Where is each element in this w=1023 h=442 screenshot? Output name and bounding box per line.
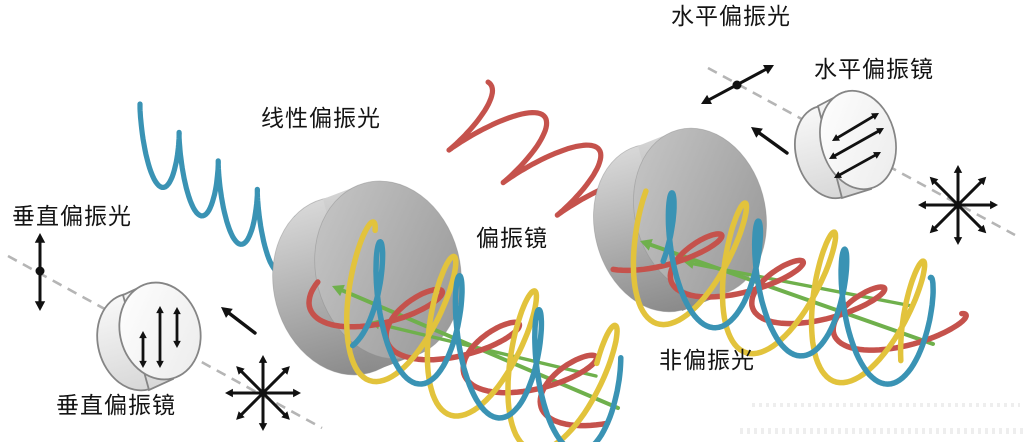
right-starburst-icon-head <box>953 237 963 245</box>
left-starburst-icon-head <box>225 388 233 398</box>
right-starburst-icon-head <box>929 176 939 186</box>
left-starburst-icon-head <box>236 366 245 375</box>
up-left-arrow-icon-right-line <box>755 129 789 155</box>
right-starburst-icon-head <box>953 165 963 173</box>
white-disk-vertical-polarizer <box>96 281 202 392</box>
horizontal-pass-axis-arrow-3-head <box>873 152 881 159</box>
horizontal-pass-axis-arrow-2-tail-head <box>829 152 837 159</box>
faint-watermark-texture-2 <box>740 428 1023 434</box>
right-starburst-icon-head <box>929 224 939 234</box>
left-starburst-icon-head <box>293 388 301 398</box>
left-starburst-icon-head <box>281 366 290 375</box>
horizontal-pass-axis-arrow-1-head <box>871 113 879 120</box>
horizontal-indicator-dot <box>732 80 742 90</box>
horizontal-pass-axis-arrow-3-line <box>836 152 879 178</box>
label-horizontal-polarizer: 水平偏振镜 <box>814 57 934 83</box>
up-left-arrow-icon-head <box>221 307 233 318</box>
right-starburst-icon-head <box>977 224 987 234</box>
left-starburst-icon-line <box>238 391 265 418</box>
right-starburst-icon <box>918 165 998 245</box>
beam-mid-green-axis-arrow-head <box>332 284 345 297</box>
left-starburst-icon-head <box>258 355 268 363</box>
label-horizontal-polarized-light: 水平偏振光 <box>671 4 791 30</box>
label-vertical-polarized-light: 垂直偏振光 <box>12 204 132 230</box>
beam-right-yellow-wave <box>630 188 928 386</box>
vertical-pass-axis-arrow-3-tail-head <box>173 340 181 348</box>
left-starburst-icon-line <box>238 368 265 395</box>
horizontal-pass-axis-arrow-3 <box>834 152 881 178</box>
beam-right-green-axis-arrow <box>640 239 935 346</box>
label-polarizer: 偏振镜 <box>476 226 548 252</box>
vertical-pass-axis-arrow-1 <box>139 331 147 368</box>
left-starburst-icon-head <box>258 423 268 431</box>
vertical-double-arrow-icon-head <box>34 233 46 243</box>
vertical-indicator-dot <box>35 266 45 276</box>
label-vertical-polarizer: 垂直偏振镜 <box>56 393 176 419</box>
vertical-pass-axis-arrow-2-head <box>156 306 164 314</box>
up-left-arrow-icon-line <box>225 309 257 335</box>
unpolarized-beam-middle <box>306 219 624 442</box>
unpolarized-beam-right <box>610 188 969 387</box>
vertical-pass-axis-arrow-2 <box>156 306 164 368</box>
right-starburst-icon-head <box>990 200 998 210</box>
label-linear-polarized-light: 线性偏振光 <box>261 106 381 132</box>
left-starburst-icon-line <box>261 368 288 395</box>
horizontal-pass-axis-arrow-2-head <box>876 128 884 135</box>
white-disk-horizontal-polarizer <box>794 89 897 200</box>
vertical-pass-axis-arrow-2-tail-head <box>156 360 164 368</box>
up-left-arrow-icon <box>221 307 257 335</box>
right-starburst-icon-head <box>977 176 987 186</box>
beam-right-green-axis-arrow-head <box>640 239 653 251</box>
beam-right-blue-wave <box>660 190 936 387</box>
vertical-pass-axis-arrow-1-head <box>139 331 147 339</box>
diagonal-double-arrow-icon-head <box>763 65 774 75</box>
horizontal-pass-axis-arrow-2-line <box>831 128 882 159</box>
horizontal-pass-axis-arrow-3-tail-head <box>834 171 842 178</box>
vertical-double-arrow-icon-tail-head <box>34 301 46 311</box>
beam-mid-yellow-wave <box>343 219 620 442</box>
diagonal-double-arrow-icon-tail-head <box>701 94 712 104</box>
left-starburst-icon-head <box>236 411 245 420</box>
beam-mid-blue-wave <box>349 239 624 442</box>
horizontal-pass-axis-arrow-2 <box>829 128 884 159</box>
right-starburst-icon-head <box>918 200 926 210</box>
faint-watermark-texture <box>752 403 1020 407</box>
horizontal-pass-axis-arrow-1-line <box>834 114 877 140</box>
left-starburst-icon-line <box>261 391 288 418</box>
beam-right-green-axis-arrow-line <box>645 241 935 346</box>
right-starburst-icon-line <box>932 203 960 231</box>
left-starburst-icon-head <box>281 411 290 420</box>
left-starburst-icon-center-dot <box>259 389 267 397</box>
right-starburst-icon-center-dot <box>954 201 962 209</box>
horizontal-pass-axis-arrow-1-tail-head <box>832 134 840 141</box>
label-unpolarized-light: 非偏振光 <box>659 348 755 374</box>
right-starburst-icon-line <box>956 179 984 207</box>
horizontal-pass-axis-arrow-1 <box>832 113 879 141</box>
right-starburst-icon-line <box>956 203 984 231</box>
up-left-arrow-icon-right-head <box>751 127 763 138</box>
vertical-pass-axis-arrow-1-tail-head <box>139 360 147 368</box>
vertical-pass-axis-arrow-3-head <box>173 307 181 315</box>
vertical-pass-axis-arrow-3 <box>173 307 181 348</box>
up-left-arrow-icon-right <box>751 127 789 155</box>
right-starburst-icon-line <box>932 179 960 207</box>
left-starburst-icon <box>225 355 301 431</box>
